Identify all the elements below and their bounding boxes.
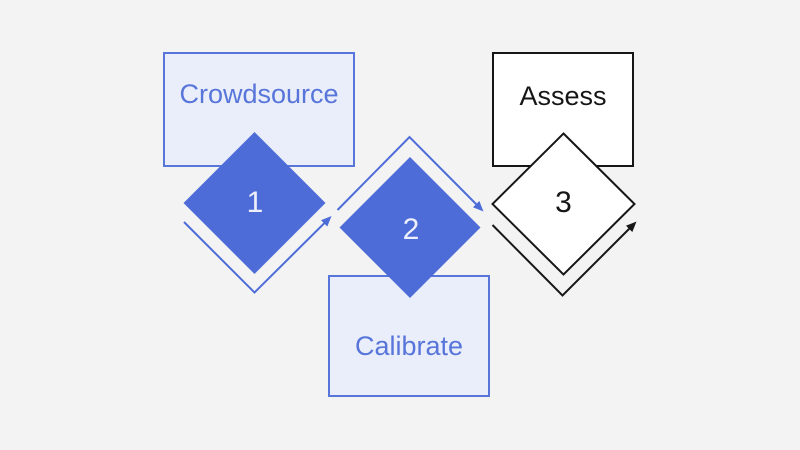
step-3-number: 3 <box>555 186 572 219</box>
step-1-number: 1 <box>247 186 264 219</box>
flow-arrow-3 <box>491 221 637 297</box>
step-2-number: 2 <box>403 213 420 246</box>
step-2-diamond <box>339 157 481 298</box>
crowdsource-label: Crowdsource <box>179 79 339 109</box>
calibrate-box: Calibrate <box>328 275 490 397</box>
flow-arrow-2 <box>336 135 484 212</box>
assess-label: Assess <box>519 81 607 111</box>
flow-arrow-1 <box>183 216 332 294</box>
step-3-diamond <box>491 132 636 276</box>
calibrate-label: Calibrate <box>354 331 464 361</box>
step-1-diamond <box>183 132 326 274</box>
